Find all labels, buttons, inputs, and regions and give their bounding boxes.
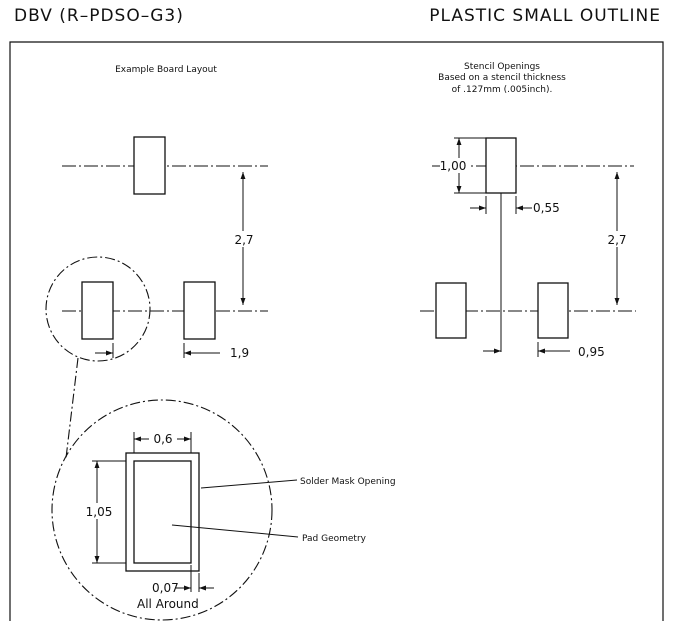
pad-height-dimension: 1,05: [86, 505, 113, 519]
stencil-pitch-dimension: 2,7: [607, 233, 626, 247]
board-pad-bottom-right: [183, 281, 216, 340]
stencil-opening-top: [485, 137, 517, 194]
stencil-title-line-3: of .127mm (.005inch).: [452, 85, 553, 95]
stencil-opening-bottom-right: [537, 282, 569, 339]
stencil-title-line-2: Based on a stencil thickness: [438, 73, 566, 83]
stencil-opening-bottom-left: [435, 282, 467, 339]
board-pad-bottom-left: [81, 281, 114, 340]
board-pad-top: [133, 136, 166, 195]
stencil-spacing-dimension: 0,95: [578, 345, 605, 359]
clearance-note: All Around: [137, 597, 199, 611]
solder-mask-callout-line: [200, 479, 298, 489]
board-layout-title: Example Board Layout: [115, 65, 217, 75]
stencil-width-dimension: 0,55: [533, 201, 560, 215]
pad-geometry-callout: Pad Geometry: [302, 534, 367, 544]
stencil-title-line-1: Stencil Openings: [464, 62, 540, 72]
solder-mask-callout: Solder Mask Opening: [300, 477, 396, 487]
detail-circle-small: [45, 256, 151, 362]
clearance-dimension: 0,07: [152, 581, 179, 595]
detail-circle-large: [51, 399, 273, 621]
pad-width-dimension: 0,6: [153, 432, 172, 446]
pad-geometry-outline: [133, 460, 192, 564]
package-type-title: PLASTIC SMALL OUTLINE: [429, 6, 661, 26]
stencil-height-dimension: 1,00: [440, 159, 467, 173]
package-code-title: DBV (R–PDSO–G3): [14, 6, 184, 26]
board-spacing-dimension: 1,9: [230, 346, 249, 360]
board-pitch-dimension: 2,7: [234, 233, 253, 247]
detail-connector-line: [65, 357, 79, 459]
drawing-frame: [9, 41, 664, 621]
pad-geometry-callout-line: [171, 524, 299, 538]
